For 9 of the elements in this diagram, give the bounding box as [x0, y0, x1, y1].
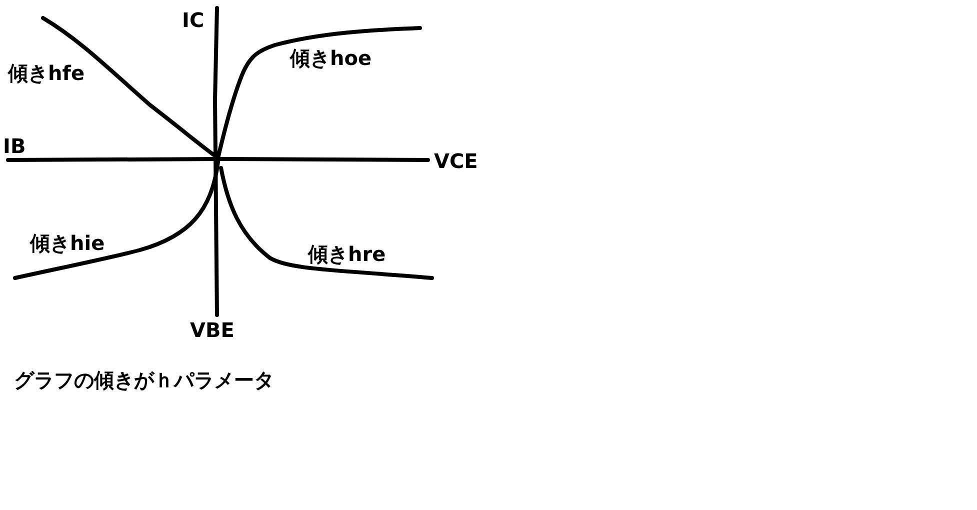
slope-label: 傾きhre [308, 243, 386, 265]
axis-label: VCE [434, 150, 478, 172]
axis-label: VBE [190, 319, 234, 341]
axis-label: IB [3, 135, 26, 157]
slope-label: 傾きhie [30, 232, 105, 254]
slope-label: 傾きhfe [8, 62, 85, 84]
caption: グラフの傾きがｈパラメータ [14, 369, 274, 391]
slope-label: 傾きhoe [290, 47, 372, 69]
axis-label: IC [182, 9, 204, 31]
